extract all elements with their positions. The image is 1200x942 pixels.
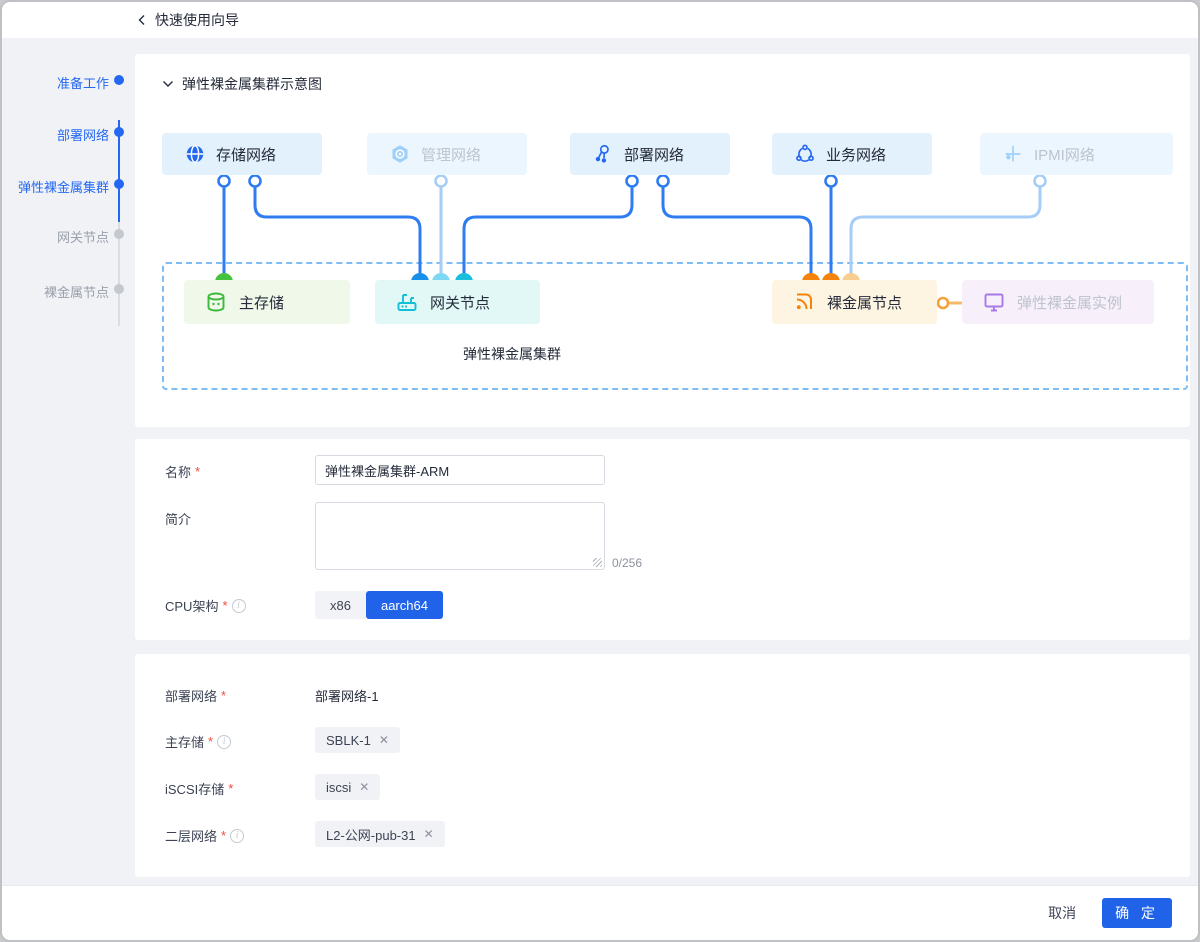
intro-textarea[interactable] [315,502,605,570]
info-icon[interactable]: i [217,734,232,749]
network-storage-panel: 部署网络* 部署网络-1 主存储* i SBLK-1✕ iSCSI存储* isc… [135,654,1190,877]
network-label: 部署网络 [624,146,685,164]
network-box-ipmi: IPMI网络 [980,133,1173,175]
step-dot [114,229,124,239]
cpu-option-x86[interactable]: x86 [315,591,366,619]
info-icon[interactable]: i [230,828,245,843]
network-box-business: 业务网络 [772,133,932,175]
deploy-network-label: 部署网络* [165,688,227,704]
step-dot [114,75,124,85]
l2-network-tag: L2-公网-pub-31✕ [315,821,445,847]
network-box-deploy: 部署网络 [570,133,730,175]
iscsi-tag: iscsi✕ [315,774,381,800]
cloud-network-icon [796,144,814,162]
node-label: 网关节点 [430,294,491,312]
sidebar-item-prepare[interactable]: 准备工作 [56,76,109,91]
char-counter: 0/256 [612,556,643,570]
junction-icon [1005,145,1021,162]
required-mark: * [195,464,201,479]
step-dot [114,284,124,294]
required-mark: * [222,598,228,613]
database-icon [207,292,225,312]
step-dot [114,179,124,189]
close-icon[interactable]: ✕ [378,733,389,747]
l2-network-label: 二层网络* i [165,819,315,845]
intro-label: 简介 [165,512,192,527]
sidebar-item-cluster[interactable]: 弹性裸金属集群 [17,180,109,195]
basic-info-panel: 名称* 简介 0/256 CPU架构* i x86 aarch64 [135,439,1190,640]
close-icon[interactable]: ✕ [423,827,434,841]
hexagon-icon [392,145,408,163]
step-connector-todo [118,222,120,326]
resize-handle[interactable] [593,558,602,567]
primary-storage-tag: SBLK-1✕ [315,727,400,753]
share-nodes-icon [595,144,609,163]
node-label: 裸金属节点 [827,294,903,312]
page-title: 快速使用向导 [155,12,239,28]
diagram-panel: 弹性裸金属集群示意图 弹性裸金属集群 [135,54,1190,427]
confirm-button[interactable]: 确 定 [1102,898,1172,928]
required-mark: * [228,781,234,796]
deploy-network-value: 部署网络-1 [315,689,379,704]
required-mark: * [208,734,214,749]
step-dot [114,127,124,137]
network-label: 业务网络 [826,146,887,164]
network-box-management: 管理网络 [367,133,527,175]
footer-bar: 取消 确 定 [2,885,1198,940]
cancel-button[interactable]: 取消 [1048,905,1077,921]
cluster-boundary [162,262,1188,390]
sidebar-item-baremetal-node[interactable]: 裸金属节点 [43,285,109,300]
monitor-icon [984,293,1004,312]
chevron-down-icon [163,81,173,87]
rss-icon [796,293,812,310]
section-collapse-toggle[interactable]: 弹性裸金属集群示意图 [162,74,322,94]
node-box-gateway: 网关节点 [375,280,540,324]
cpu-arch-segmented: x86 aarch64 [315,591,443,619]
required-mark: * [221,828,227,843]
globe-icon [186,145,204,163]
step-connector-done [118,120,120,222]
router-icon [397,294,417,311]
required-mark: * [221,688,227,703]
back-button[interactable] [133,11,151,29]
cpu-arch-label: CPU架构* i [165,589,315,615]
node-label: 主存储 [239,294,285,312]
iscsi-label: iSCSI存储* [165,781,234,797]
step-nav: 准备工作 部署网络 弹性裸金属集群 网关节点 裸金属节点 [2,38,135,638]
sidebar-item-deploy-network[interactable]: 部署网络 [56,128,109,143]
primary-storage-label: 主存储* i [165,725,315,751]
connector-lines [215,174,1047,310]
node-label: 弹性裸金属实例 [1017,294,1123,312]
sidebar-item-gateway-node[interactable]: 网关节点 [56,230,109,245]
cpu-option-aarch64[interactable]: aarch64 [365,591,443,619]
header: 快速使用向导 [2,2,1198,38]
chevron-left-icon [138,15,145,25]
network-label: 存储网络 [216,146,277,164]
network-box-storage: 存储网络 [162,133,322,175]
node-box-primary-storage: 主存储 [184,280,350,324]
info-icon[interactable]: i [231,598,246,613]
node-box-baremetal: 裸金属节点 [772,280,937,324]
node-box-instance: 弹性裸金属实例 [962,280,1154,324]
section-title: 弹性裸金属集群示意图 [182,76,322,92]
close-icon[interactable]: ✕ [359,780,370,794]
cluster-label: 弹性裸金属集群 [463,346,561,362]
network-label: IPMI网络 [1034,146,1095,164]
name-label: 名称* [165,464,201,480]
network-label: 管理网络 [421,146,482,164]
name-input[interactable] [315,455,605,485]
